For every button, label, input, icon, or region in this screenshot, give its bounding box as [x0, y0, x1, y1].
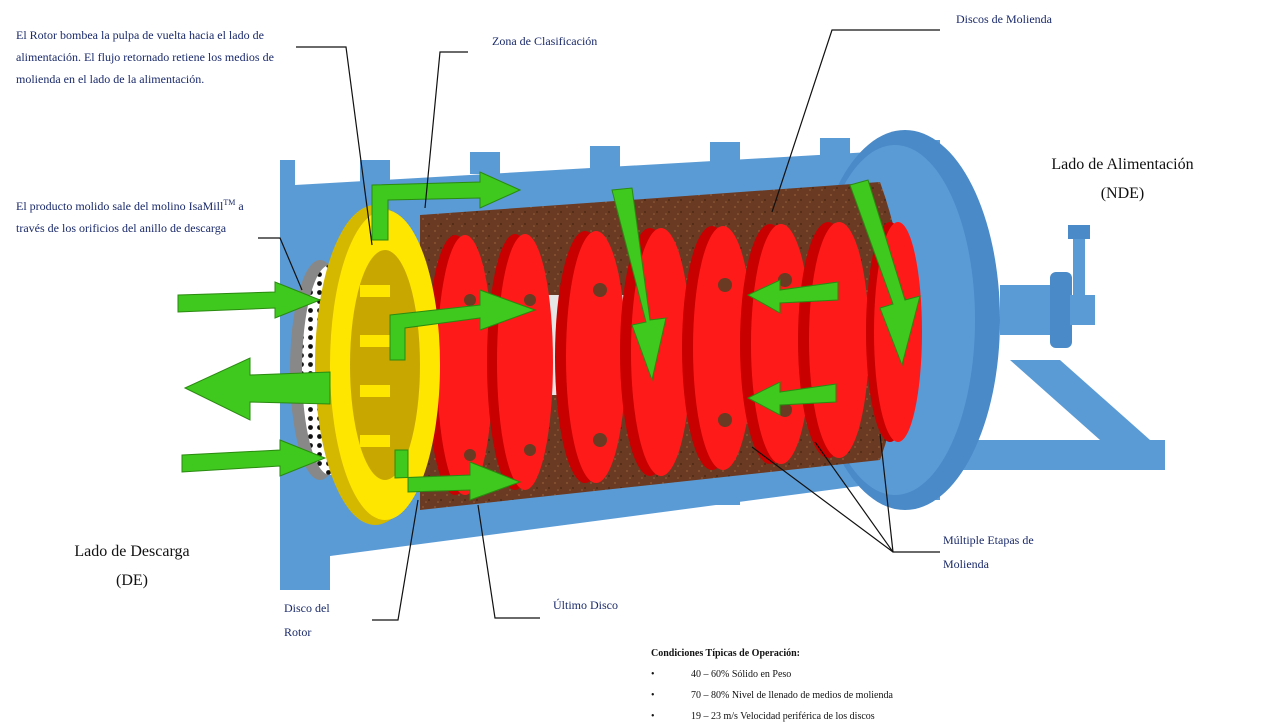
- label-rotor-pumps: El Rotor bombea la pulpa de vuelta hacia…: [16, 24, 306, 90]
- operating-conditions: Condiciones Típicas de Operación: 40 – 6…: [651, 644, 1171, 727]
- operating-conditions-title: Condiciones Típicas de Operación:: [651, 644, 1171, 664]
- grinding-disc: [798, 222, 869, 458]
- label-rotor-disc: Disco del Rotor: [284, 596, 356, 644]
- label-multiple-stages: Múltiple Etapas de Molienda: [943, 528, 1063, 576]
- grinding-disc: [487, 234, 553, 490]
- label-grinding-discs: Discos de Molienda: [956, 8, 1052, 30]
- discharge-side-name: Lado de Descarga: [50, 537, 214, 566]
- drive-shaft: [1000, 225, 1095, 348]
- condition-item: 70 – 80% Nivel de llenado de medios de m…: [651, 685, 1171, 706]
- label-last-disc: Último Disco: [553, 594, 618, 616]
- discharge-side-abbr: (DE): [50, 566, 214, 595]
- condition-item: 19 – 23 m/s Velocidad periférica de los …: [651, 706, 1171, 727]
- operating-conditions-list: 40 – 60% Sólido en Peso 70 – 80% Nivel d…: [651, 664, 1171, 727]
- label-product-exit: El producto molido sale del molino IsaMi…: [16, 192, 268, 239]
- label-product-exit-prefix: El producto molido sale del molino IsaMi…: [16, 199, 223, 213]
- condition-item: 40 – 60% Sólido en Peso: [651, 664, 1171, 685]
- label-feed-side: Lado de Alimentación (NDE): [1030, 150, 1215, 208]
- feed-side-name: Lado de Alimentación: [1030, 150, 1215, 179]
- label-discharge-side: Lado de Descarga (DE): [50, 537, 214, 595]
- trademark-mark: TM: [223, 198, 235, 207]
- feed-side-abbr: (NDE): [1030, 179, 1215, 208]
- grinding-disc: [555, 231, 626, 483]
- label-classification-zone: Zona de Clasificación: [492, 30, 597, 52]
